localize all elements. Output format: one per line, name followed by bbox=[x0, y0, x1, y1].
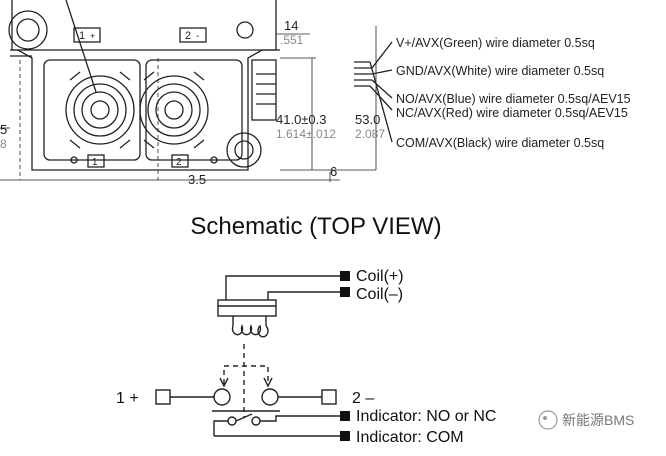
coil-plus-wire bbox=[225, 275, 340, 300]
indicator-com-label: Indicator: COM bbox=[356, 429, 464, 446]
mount-hole-right-inner bbox=[234, 140, 254, 160]
wire-stubs bbox=[354, 61, 372, 87]
watermark: 新能源BMS bbox=[538, 410, 634, 430]
dim-14: 14 bbox=[284, 18, 298, 33]
indicator-contact-1 bbox=[227, 416, 237, 426]
terminal2-inner-ring bbox=[155, 91, 193, 129]
mechanical-drawing bbox=[8, 0, 393, 171]
terminal1-label: 1 bbox=[79, 30, 85, 42]
watermark-logo-icon bbox=[538, 410, 558, 430]
wire-label-gnd: GND/AVX(White) wire diameter 0.5sq bbox=[396, 64, 604, 78]
dim-53: 53.0 bbox=[355, 112, 380, 127]
dim-35: 3.5 bbox=[188, 172, 206, 187]
dim-left-5: 5 bbox=[0, 122, 7, 137]
pin2-label: 2 bbox=[176, 157, 182, 168]
terminal2-label: 2 bbox=[185, 30, 191, 42]
drawing-texts: 1 + 2 - 1 2 14 .551 41.0±0.3 1.614±.012 … bbox=[0, 18, 631, 187]
contact-left bbox=[213, 388, 231, 406]
contact-right bbox=[261, 388, 279, 406]
leader-line bbox=[65, 0, 97, 93]
bottom-dot-left bbox=[70, 156, 78, 164]
watermark-text: 新能源BMS bbox=[562, 412, 634, 428]
coil-plus-label: Coil(+) bbox=[356, 268, 404, 285]
pin1-box bbox=[87, 154, 105, 168]
bottom-dot-right bbox=[210, 156, 218, 164]
watermark-logo-dot bbox=[543, 416, 547, 420]
terminal1-outer-ring bbox=[65, 75, 135, 145]
terminal2-outer-ring bbox=[139, 75, 209, 145]
terminal2-symbol: - bbox=[196, 31, 199, 42]
terminal1-schematic-label: 1 + bbox=[116, 390, 139, 407]
wire-label-com: COM/AVX(Black) wire diameter 0.5sq bbox=[396, 136, 604, 150]
terminal2-stud bbox=[164, 100, 184, 120]
indicator-no-terminal bbox=[340, 411, 350, 421]
harness-connector bbox=[251, 59, 277, 121]
coil-cap bbox=[217, 299, 277, 317]
mount-hole-topright bbox=[236, 21, 254, 39]
indicator-no-nc-label: Indicator: NO or NC bbox=[356, 408, 496, 425]
indicator-contact-2 bbox=[251, 416, 261, 426]
actuator-bracket bbox=[223, 365, 269, 384]
pin2-box bbox=[171, 154, 189, 168]
wire-label-no: NO/AVX(Blue) wire diameter 0.5sq/AEV15 bbox=[396, 92, 631, 106]
wire-label-v-plus: V+/AVX(Green) wire diameter 0.5sq bbox=[396, 36, 595, 50]
dim-551: .551 bbox=[280, 33, 304, 47]
actuator-arrows bbox=[219, 377, 273, 388]
terminal1-inner-ring bbox=[81, 91, 119, 129]
dim-left-8: 8 bbox=[0, 137, 7, 151]
mount-hole-left-outer bbox=[8, 10, 48, 50]
terminal2-box bbox=[179, 27, 207, 43]
coil-plus-terminal bbox=[340, 271, 350, 281]
dim-2087: 2.087 bbox=[355, 127, 385, 141]
terminal1-hex-marks bbox=[69, 71, 131, 149]
indicator-com-left bbox=[213, 420, 228, 436]
schematic-terminals bbox=[340, 271, 350, 441]
schematic-title: Schematic (TOP VIEW) bbox=[190, 213, 441, 240]
terminal1-symbol: + bbox=[90, 31, 95, 41]
dim-1614: 1.614±.012 bbox=[276, 127, 336, 141]
coil-minus-wire bbox=[267, 291, 340, 300]
pin1-label: 1 bbox=[92, 157, 98, 168]
coil-winding bbox=[231, 324, 269, 338]
terminal1-stud bbox=[90, 100, 110, 120]
dim-41: 41.0±0.3 bbox=[276, 112, 327, 127]
indicator-switch-arm bbox=[235, 413, 253, 422]
terminal2-housing bbox=[145, 59, 243, 161]
terminal2-schematic-label: 2 – bbox=[352, 390, 374, 407]
indicator-com-terminal bbox=[340, 431, 350, 441]
coil-minus-terminal bbox=[340, 287, 350, 297]
indicator-no-wire bbox=[260, 415, 340, 422]
terminal2-mid-ring bbox=[147, 83, 201, 137]
terminal1-box bbox=[73, 27, 101, 43]
schematic-labels: Coil(+) Coil(–) 1 + 2 – Indicator: NO or… bbox=[116, 268, 496, 446]
coil-minus-label: Coil(–) bbox=[356, 286, 403, 303]
terminal1-mid-ring bbox=[73, 83, 127, 137]
schematic bbox=[155, 275, 340, 437]
wire-label-nc: NC/AVX(Red) wire diameter 0.5sq/AEV15 bbox=[396, 106, 628, 120]
mount-hole-left-inner bbox=[16, 18, 40, 42]
coil-leads bbox=[232, 316, 267, 326]
terminal1-square bbox=[155, 389, 171, 405]
wire-leaders bbox=[369, 41, 393, 143]
terminal2-square bbox=[321, 389, 337, 405]
dim-6: 6 bbox=[330, 164, 337, 179]
terminal2-hex-marks bbox=[143, 71, 205, 149]
dimension-lines bbox=[0, 26, 377, 182]
mount-hole-right-outer bbox=[226, 132, 262, 168]
